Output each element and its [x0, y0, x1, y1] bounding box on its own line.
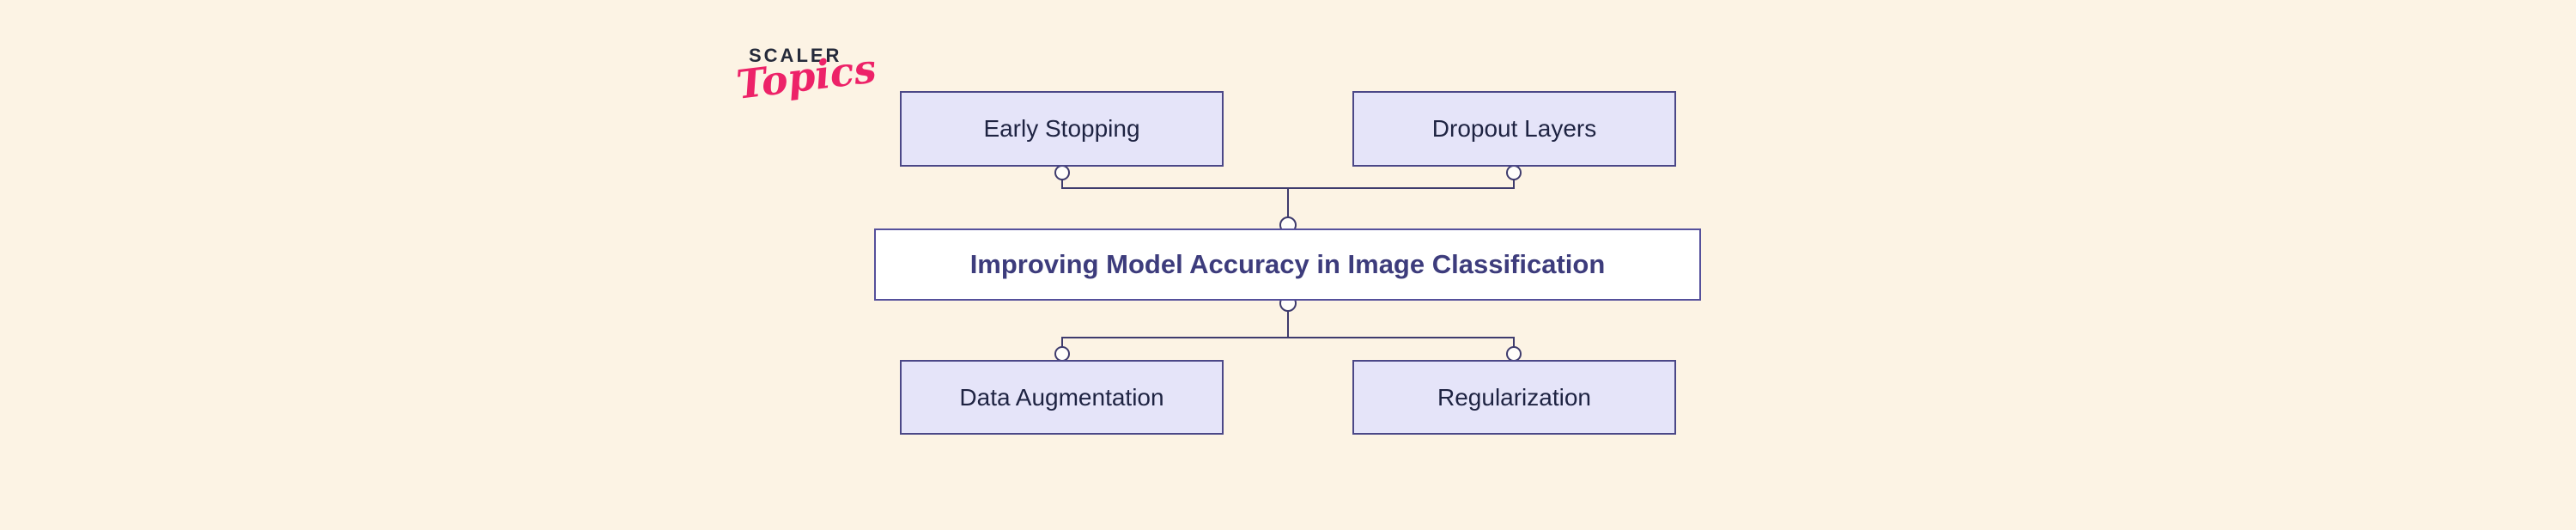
node-early-stopping-label: Early Stopping: [983, 115, 1140, 142]
node-data-augmentation-label: Data Augmentation: [959, 383, 1164, 411]
node-dropout-layers: Dropout Layers: [1352, 91, 1676, 167]
node-early-stopping: Early Stopping: [900, 91, 1224, 167]
node-root-topic-label: Improving Model Accuracy in Image Classi…: [969, 249, 1606, 279]
node-root-topic: Improving Model Accuracy in Image Classi…: [874, 228, 1701, 301]
scaler-topics-logo: SCALER Topics: [734, 43, 879, 129]
node-regularization-label: Regularization: [1437, 383, 1591, 411]
logo-wordmark-scaler: SCALER: [749, 45, 842, 66]
node-dropout-layers-label: Dropout Layers: [1431, 115, 1597, 142]
node-data-augmentation: Data Augmentation: [900, 360, 1224, 435]
joint-circle-data-augmentation: [1054, 346, 1070, 362]
joint-circle-early-stopping: [1054, 165, 1070, 180]
node-regularization: Regularization: [1352, 360, 1676, 435]
joint-circle-dropout-layers: [1506, 165, 1522, 180]
joint-circle-regularization: [1506, 346, 1522, 362]
